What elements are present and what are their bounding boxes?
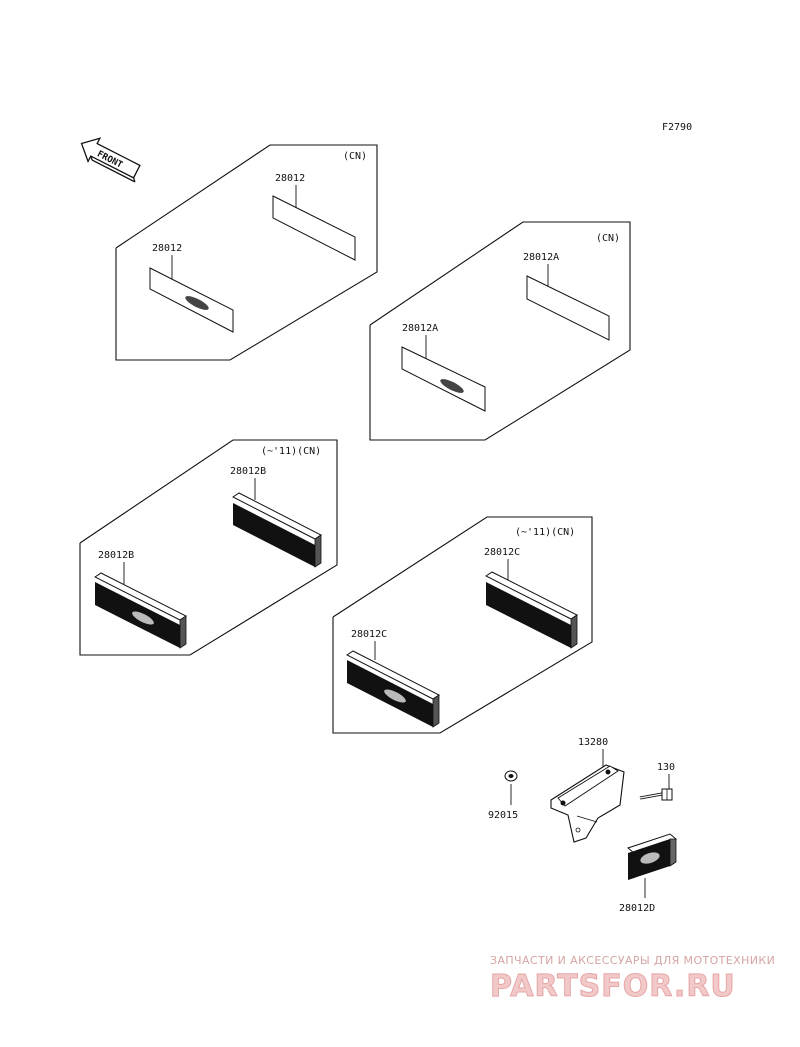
- part-label[interactable]: 28012: [275, 173, 305, 184]
- logo-emblem-icon: [440, 379, 464, 393]
- reflector-bar: [485, 571, 578, 649]
- group-28012b: (~'11)(CN) 28012B 28012B: [79, 439, 338, 656]
- part-label[interactable]: 92015: [488, 810, 518, 821]
- group-28012: (CN) 28012 28012: [115, 144, 378, 361]
- part-label[interactable]: 28012: [152, 243, 182, 254]
- front-arrow-icon: FRONT: [80, 137, 141, 183]
- group-condition: (~'11)(CN): [261, 446, 321, 457]
- watermark-brand: PARTSFOR.RU: [490, 969, 736, 1004]
- reflector-bar: [232, 492, 322, 568]
- part-label[interactable]: 130: [657, 762, 675, 773]
- part-label[interactable]: 28012B: [230, 466, 266, 477]
- nut-icon: [504, 770, 518, 782]
- group-condition: (CN): [596, 233, 620, 244]
- reflector-28012d: [626, 833, 678, 880]
- part-label[interactable]: 28012B: [98, 550, 134, 561]
- bolt-icon: [639, 788, 673, 801]
- watermark: ЗАПЧАСТИ И АКСЕССУАРЫ ДЛЯ МОТОТЕХНИКИ PA…: [490, 954, 775, 1005]
- reflector-bar: [346, 650, 440, 728]
- reflector-decal: [526, 275, 610, 341]
- watermark-tagline: ЗАПЧАСТИ И АКСЕССУАРЫ ДЛЯ МОТОТЕХНИКИ: [490, 954, 775, 967]
- logo-emblem-icon: [185, 296, 209, 310]
- part-label[interactable]: 28012C: [351, 629, 387, 640]
- reflector-bar: [94, 572, 187, 649]
- part-label[interactable]: 28012D: [619, 903, 655, 914]
- bracket-plate: [550, 764, 625, 843]
- bracket-assembly: 13280 130 92015: [488, 737, 678, 914]
- group-28012c: (~'11)(CN) 28012C 28012C: [332, 516, 593, 734]
- part-label[interactable]: 28012C: [484, 547, 520, 558]
- reflector-decal: [272, 195, 356, 261]
- logo-emblem-icon: [384, 689, 406, 703]
- part-label[interactable]: 13280: [578, 737, 608, 748]
- part-label[interactable]: 28012A: [523, 252, 559, 263]
- group-condition: (CN): [343, 151, 367, 162]
- reflector-decal: [401, 346, 486, 412]
- part-label[interactable]: 28012A: [402, 323, 438, 334]
- logo-emblem-icon: [132, 611, 154, 625]
- group-28012a: (CN) 28012A 28012A: [369, 221, 631, 441]
- group-condition: (~'11)(CN): [515, 527, 575, 538]
- logo-emblem-icon: [640, 852, 660, 864]
- diagram-ref-code: F2790: [662, 122, 692, 133]
